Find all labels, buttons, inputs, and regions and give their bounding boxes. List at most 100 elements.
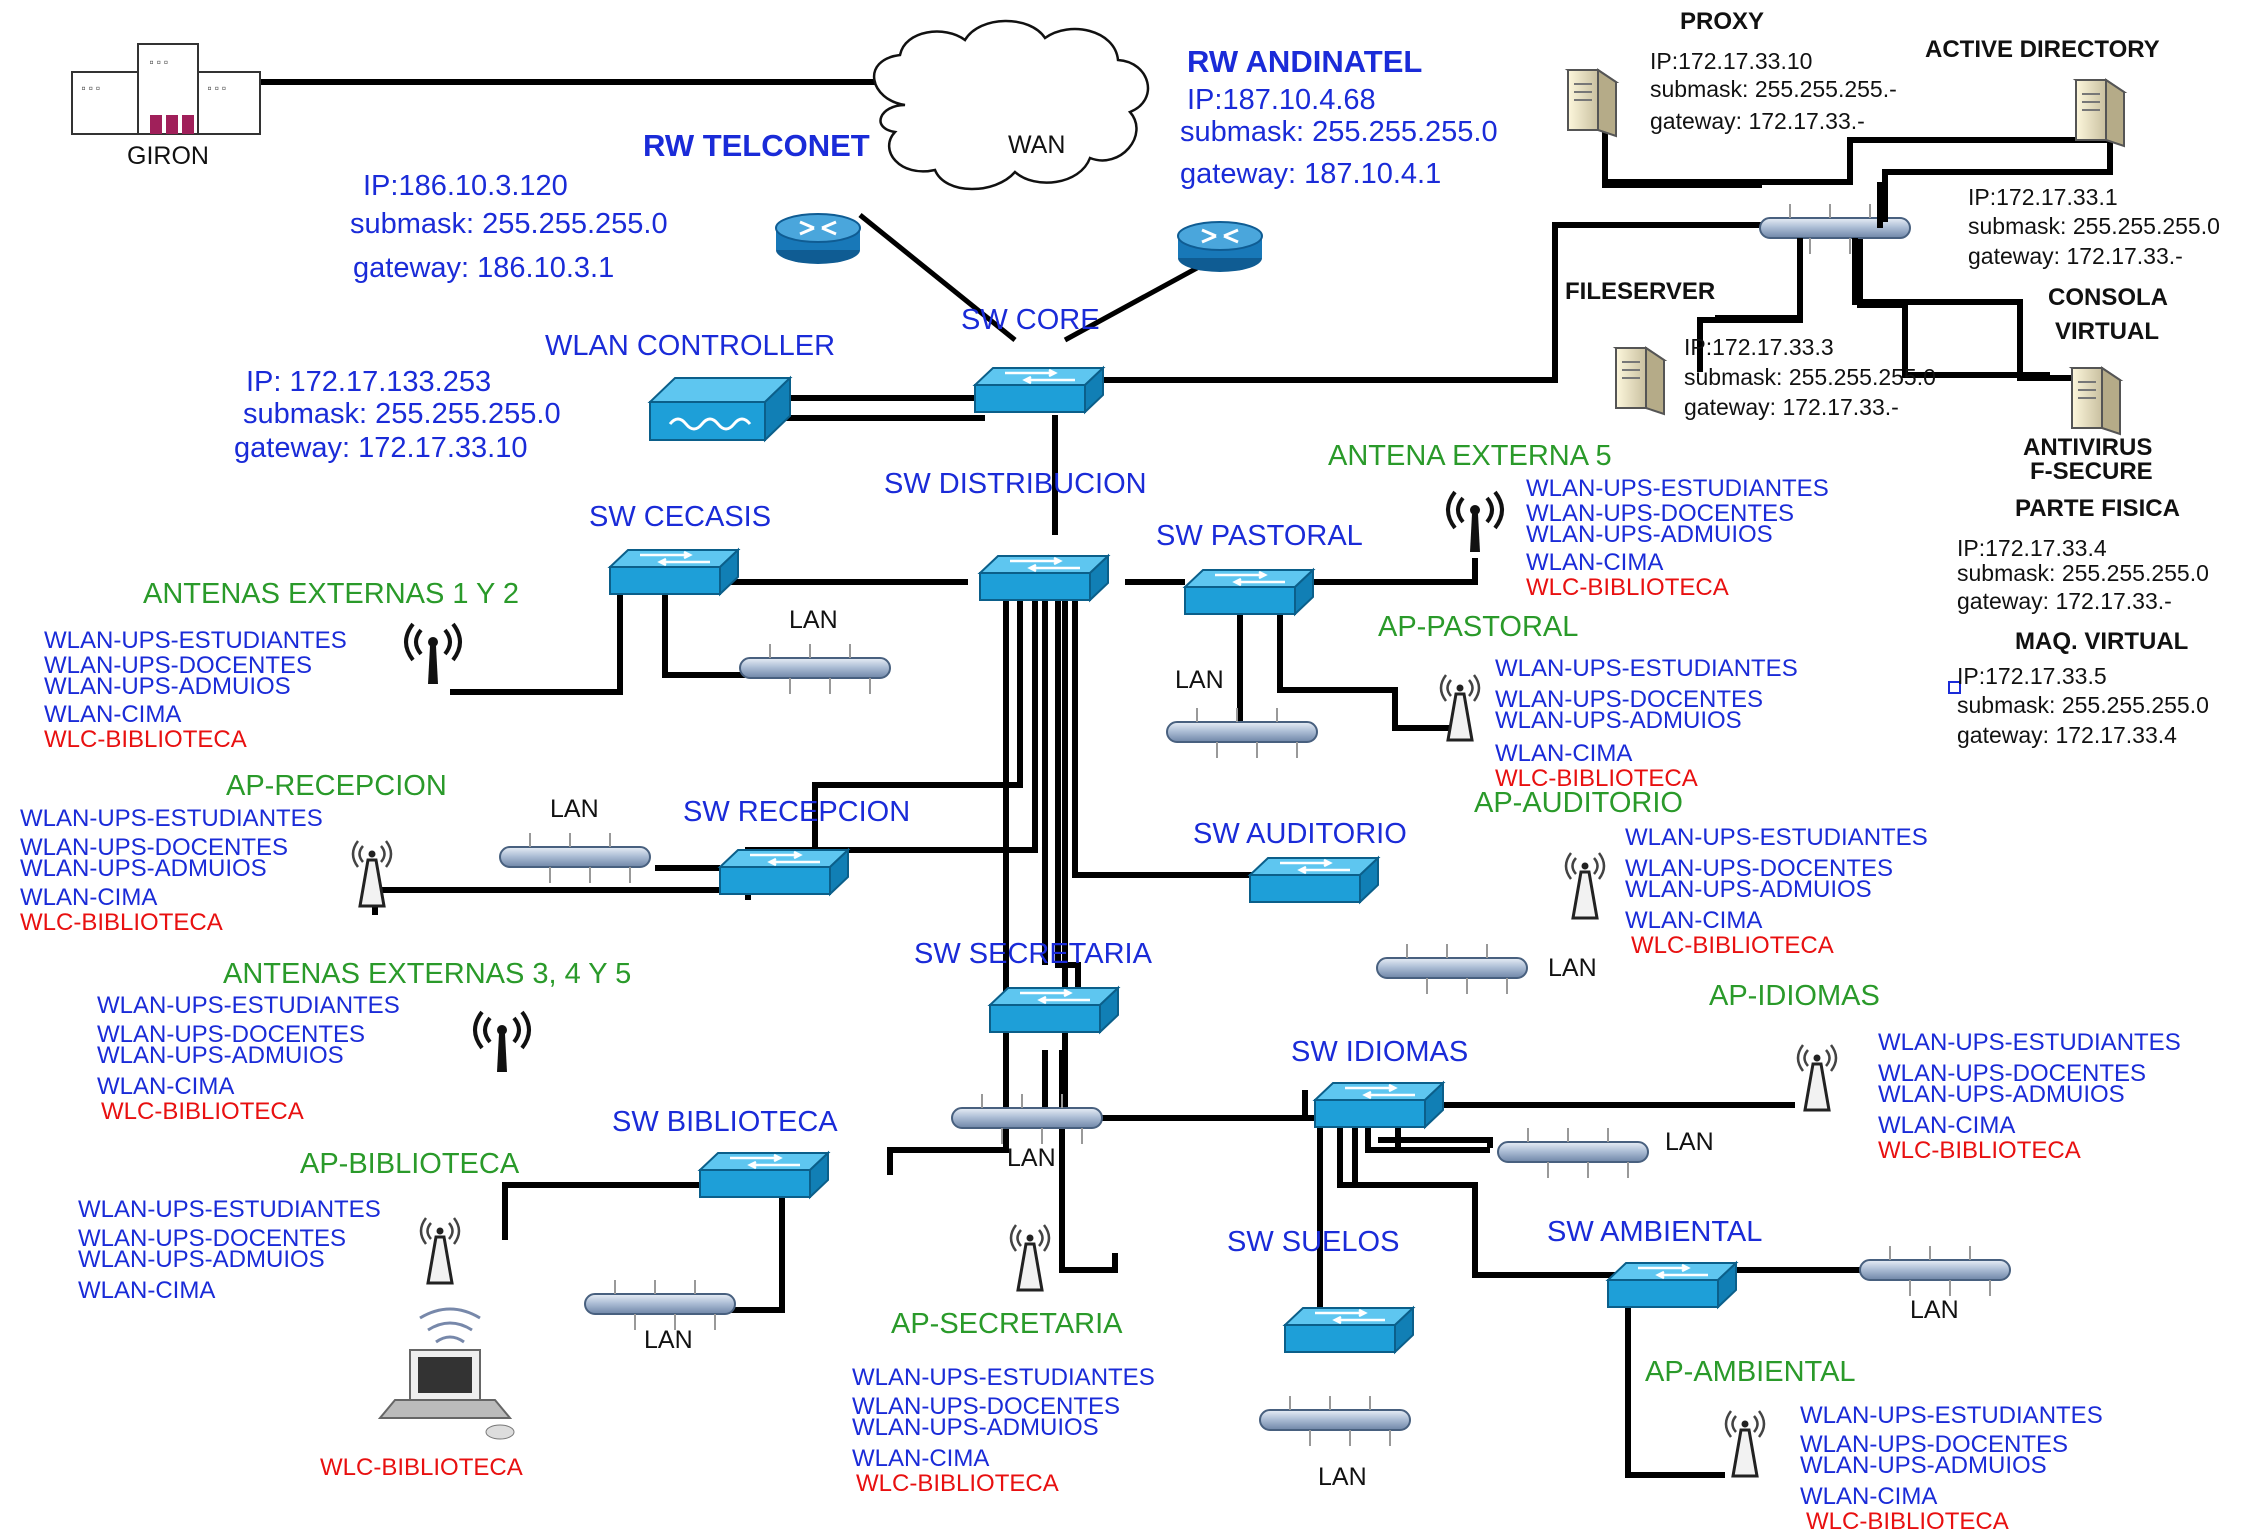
ssid-docentes: WLAN-UPS-DOCENTES [852,1393,1121,1420]
laptop-icon [377,1307,515,1440]
server-switch-pipe [1759,204,1911,254]
antena-externa-5-label: ANTENA EXTERNA 5 [1328,440,1612,472]
sw-biblioteca-icon [698,1151,830,1199]
fileserver-ip: IP:172.17.33.3 [1684,334,1834,360]
ssid-wlc-biblioteca: WLC-BIBLIOTECA [1806,1508,2009,1535]
lan-idiomas-pipe [1497,1127,1649,1179]
ap-ambiental-icon [1724,1409,1766,1478]
consola-title-2: VIRTUAL [2055,318,2159,345]
svg-text:▫▫▫: ▫▫▫ [206,82,228,96]
wlan-controller-ip: IP: 172.17.133.253 [246,366,492,398]
giron-label: GIRON [127,142,209,170]
ssid-admuios: WLAN-UPS-ADMUIOS [1526,521,1773,548]
proxy-ip: IP:172.17.33.10 [1650,48,1813,74]
sw-ambiental-label: SW AMBIENTAL [1547,1216,1763,1248]
lan-label-suelos: LAN [1318,1463,1367,1491]
sw-suelos-label: SW SUELOS [1227,1226,1400,1258]
ap-idiomas-label: AP-IDIOMAS [1709,980,1880,1012]
ssid-cima: WLAN-CIMA [20,884,158,911]
ssid-admuios: WLAN-UPS-ADMUIOS [1800,1452,2047,1479]
ap-biblioteca-label: AP-BIBLIOTECA [300,1148,520,1180]
active-directory-title: ACTIVE DIRECTORY [1925,36,2160,63]
ssid-estudiantes: WLAN-UPS-ESTUDIANTES [1625,824,1928,851]
sw-suelos-icon [1283,1306,1415,1354]
lan-label-cecasis: LAN [789,606,838,634]
wlan-controller-icon [647,375,793,443]
ap-ambiental-label: AP-AMBIENTAL [1645,1356,1856,1388]
ssid-docentes: WLAN-UPS-DOCENTES [44,652,313,679]
rw-telconet-mask: submask: 255.255.255.0 [350,208,668,240]
svg-text:▫▫▫: ▫▫▫ [80,82,102,96]
maq-virtual-mask: submask: 255.255.255.0 [1957,692,2209,718]
sw-idiomas-label: SW IDIOMAS [1291,1036,1469,1068]
lan-label-idiomas: LAN [1665,1128,1714,1156]
ssid-admuios: WLAN-UPS-ADMUIOS [1625,876,1872,903]
proxy-server-icon [1567,69,1617,137]
ssid-docentes: WLAN-UPS-DOCENTES [1526,500,1795,527]
consola-title-1: CONSOLA [2048,284,2168,311]
ssid-estudiantes: WLAN-UPS-ESTUDIANTES [97,992,400,1019]
ssid-list-ap-ambiental: WLAN-UPS-ESTUDIANTES WLAN-UPS-DOCENTES W… [1800,1403,2103,1534]
ssid-wlc-biblioteca: WLC-BIBLIOTECA [1495,765,1698,792]
ssid-list-ap-idiomas: WLAN-UPS-ESTUDIANTES WLAN-UPS-DOCENTES W… [1878,1030,2181,1163]
ssid-cima: WLAN-CIMA [1625,907,1763,934]
active-directory-mask: submask: 255.255.255.0 [1968,213,2220,239]
lan-suelos-pipe [1259,1395,1411,1447]
ssid-list-ap-pastoral: WLAN-UPS-ESTUDIANTES WLAN-UPS-DOCENTES W… [1495,656,1798,791]
sw-pastoral-icon [1183,568,1315,616]
ssid-admuios: WLAN-UPS-ADMUIOS [97,1042,344,1069]
rw-andinatel-mask: submask: 255.255.255.0 [1180,116,1498,148]
ssid-estudiantes: WLAN-UPS-ESTUDIANTES [1526,475,1829,502]
ap-recepcion-label: AP-RECEPCION [226,770,447,802]
antenas-externas-1-2-icon [404,622,462,686]
ssid-estudiantes: WLAN-UPS-ESTUDIANTES [852,1364,1155,1391]
active-directory-server-icon [2075,79,2125,147]
maq-virtual-ip: IP:172.17.33.5 [1957,663,2107,689]
lan-cecasis-pipe [739,643,891,695]
proxy-mask: submask: 255.255.255.- [1650,76,1897,102]
sw-biblioteca-label: SW BIBLIOTECA [612,1106,838,1138]
ssid-docentes: WLAN-UPS-DOCENTES [97,1021,366,1048]
ap-secretaria-icon [1009,1223,1051,1292]
sw-cecasis-label: SW CECASIS [589,501,772,533]
sw-idiomas-icon [1313,1081,1445,1129]
ssid-admuios: WLAN-UPS-ADMUIOS [852,1414,1099,1441]
consola-virtual-server-icon [2071,367,2121,435]
ap-auditorio-icon [1564,851,1606,920]
parte-fisica-title: PARTE FISICA [2015,495,2180,522]
parte-fisica-mask: submask: 255.255.255.0 [1957,560,2209,586]
ssid-list-antena-5: WLAN-UPS-ESTUDIANTES WLAN-UPS-DOCENTES W… [1526,476,1829,600]
antenas-externas-3-4-5-label: ANTENAS EXTERNAS 3, 4 Y 5 [223,958,632,990]
ssid-admuios: WLAN-UPS-ADMUIOS [78,1246,325,1273]
sw-distribucion-label: SW DISTRIBUCION [884,468,1147,500]
ssid-admuios: WLAN-UPS-ADMUIOS [44,673,291,700]
wan-cloud [872,19,1150,191]
ssid-wlc-biblioteca: WLC-BIBLIOTECA [101,1098,304,1125]
lan-recepcion-pipe [499,832,651,884]
ssid-wlc-biblioteca: WLC-BIBLIOTECA [856,1470,1059,1497]
ssid-estudiantes: WLAN-UPS-ESTUDIANTES [44,627,347,654]
f-secure-title: F-SECURE [2030,458,2153,485]
active-directory-gw: gateway: 172.17.33.- [1968,243,2183,269]
ssid-list-ap-auditorio: WLAN-UPS-ESTUDIANTES WLAN-UPS-DOCENTES W… [1625,825,1928,958]
sw-core-label: SW CORE [961,304,1100,336]
svg-text:▫▫▫: ▫▫▫ [148,56,170,70]
fileserver-title: FILESERVER [1565,278,1716,305]
ssid-docentes: WLAN-UPS-DOCENTES [1495,686,1764,713]
ssid-docentes: WLAN-UPS-DOCENTES [78,1225,347,1252]
wlan-controller-title: WLAN CONTROLLER [545,330,836,362]
ssid-wlc-biblioteca: WLC-BIBLIOTECA [1631,932,1834,959]
ap-biblioteca-icon [419,1216,461,1285]
lan-label-secretaria: LAN [1007,1144,1056,1172]
lan-label-ambiental: LAN [1910,1296,1959,1324]
ssid-estudiantes: WLAN-UPS-ESTUDIANTES [1878,1029,2181,1056]
active-directory-ip: IP:172.17.33.1 [1968,184,2118,210]
ssid-docentes: WLAN-UPS-DOCENTES [20,834,289,861]
lan-ambiental-pipe [1859,1245,2011,1297]
rw-telconet-ip: IP:186.10.3.120 [363,170,568,202]
laptop-ssid-wlc-biblioteca: WLC-BIBLIOTECA [320,1454,523,1481]
sw-core-icon [973,366,1105,414]
ap-idiomas-icon [1796,1043,1838,1112]
